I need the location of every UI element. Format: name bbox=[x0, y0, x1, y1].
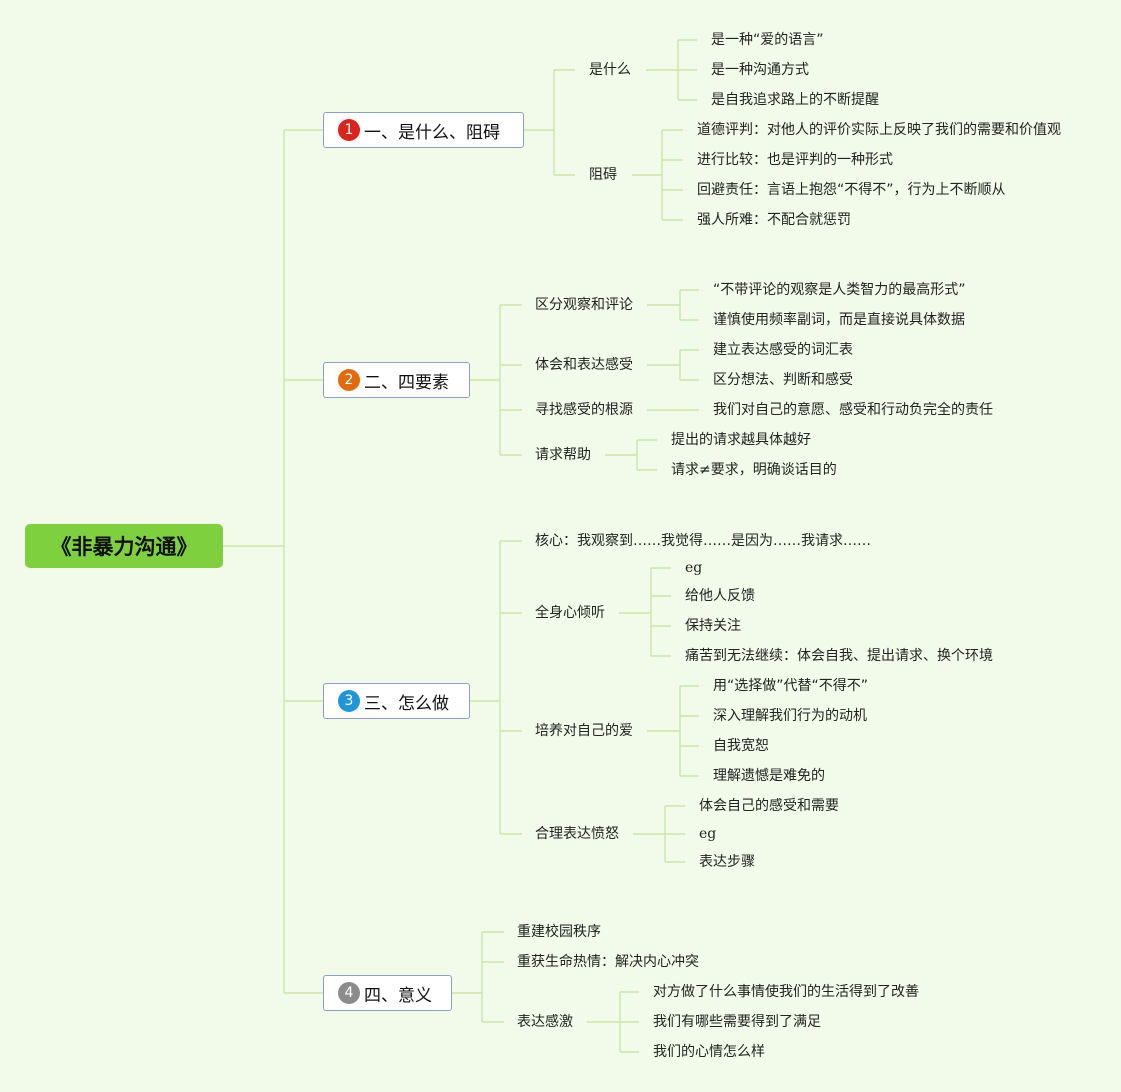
connector-b1-what bbox=[646, 39, 697, 101]
leaf-node[interactable]: 是一种沟通方式 bbox=[711, 62, 809, 78]
branch-label: 一、是什么、阻碍 bbox=[364, 122, 500, 143]
branch-label: 二、四要素 bbox=[364, 372, 449, 393]
branch-label: 四、意义 bbox=[364, 985, 432, 1006]
leaf-node[interactable]: 进行比较：也是评判的一种形式 bbox=[697, 152, 893, 168]
connector-b2-request bbox=[605, 439, 657, 471]
connector-b3-anger bbox=[633, 805, 685, 863]
leaf-node[interactable]: eg bbox=[699, 826, 717, 842]
subtopic-obstacle[interactable]: 阻碍 bbox=[589, 167, 617, 183]
leaf-node[interactable]: 我们的心情怎么样 bbox=[653, 1044, 765, 1060]
root-topic[interactable]: 《非暴力沟通》 bbox=[25, 524, 223, 568]
leaf-node[interactable]: 提出的请求越具体越好 bbox=[671, 432, 811, 448]
leaf-node[interactable]: “不带评论的观察是人类智力的最高形式” bbox=[713, 282, 966, 298]
leaf-node[interactable]: 请求≠要求，明确谈话目的 bbox=[671, 462, 837, 478]
branch-label: 三、怎么做 bbox=[364, 693, 449, 714]
leaf-node[interactable]: 对方做了什么事情使我们的生活得到了改善 bbox=[653, 984, 919, 1000]
connector-b3-love bbox=[647, 685, 699, 777]
subtopic-observe[interactable]: 区分观察和评论 bbox=[535, 297, 633, 313]
leaf-node[interactable]: 我们有哪些需要得到了满足 bbox=[653, 1014, 821, 1030]
leaf-node[interactable]: 用“选择做”代替“不得不” bbox=[713, 678, 869, 694]
connector-b2-feel bbox=[647, 349, 699, 381]
number-2-icon: 2 bbox=[338, 369, 360, 391]
subtopic-request[interactable]: 请求帮助 bbox=[535, 447, 591, 463]
leaf-node[interactable]: 道德评判：对他人的评价实际上反映了我们的需要和价值观 bbox=[697, 122, 1061, 138]
branch-4[interactable]: 4 四、意义 bbox=[323, 975, 452, 1011]
subtopic-what[interactable]: 是什么 bbox=[589, 62, 631, 78]
connector-branch-1 bbox=[524, 69, 575, 176]
subtopic-passion[interactable]: 重获生命热情：解决内心冲突 bbox=[517, 954, 699, 970]
connector-b3-listen bbox=[619, 567, 671, 657]
leaf-node[interactable]: 我们对自己的意愿、感受和行动负完全的责任 bbox=[713, 402, 993, 418]
connector-root-trunk bbox=[223, 129, 323, 994]
connector-b2-observe bbox=[647, 289, 699, 321]
leaf-node[interactable]: 谨慎使用频率副词，而是直接说具体数据 bbox=[713, 312, 965, 328]
subtopic-core[interactable]: 核心：我观察到……我觉得……是因为……我请求…… bbox=[535, 533, 871, 549]
connector-b1-obstacle bbox=[632, 129, 683, 221]
subtopic-root[interactable]: 寻找感受的根源 bbox=[535, 402, 633, 418]
subtopic-anger[interactable]: 合理表达愤怒 bbox=[535, 826, 619, 842]
leaf-node[interactable]: 深入理解我们行为的动机 bbox=[713, 708, 867, 724]
leaf-node[interactable]: 自我宽恕 bbox=[713, 738, 769, 754]
leaf-node[interactable]: eg bbox=[685, 560, 703, 576]
connector-b4-thanks bbox=[587, 991, 639, 1053]
connector-branch-3 bbox=[470, 540, 522, 835]
leaf-node[interactable]: 体会自己的感受和需要 bbox=[699, 798, 839, 814]
leaf-node[interactable]: 保持关注 bbox=[685, 618, 741, 634]
leaf-node[interactable]: 痛苦到无法继续：体会自我、提出请求、换个环境 bbox=[685, 648, 993, 664]
leaf-node[interactable]: 强人所难：不配合就惩罚 bbox=[697, 212, 851, 228]
branch-1[interactable]: 1 一、是什么、阻碍 bbox=[323, 112, 524, 148]
connector-branch-4 bbox=[452, 931, 504, 1023]
leaf-node[interactable]: 是自我追求路上的不断提醒 bbox=[711, 92, 879, 108]
subtopic-gratitude[interactable]: 表达感激 bbox=[517, 1014, 573, 1030]
leaf-node[interactable]: 理解遗憾是难免的 bbox=[713, 768, 825, 784]
number-3-icon: 3 bbox=[338, 690, 360, 712]
number-4-icon: 4 bbox=[338, 982, 360, 1004]
connector-branch-2 bbox=[470, 304, 522, 456]
subtopic-feel[interactable]: 体会和表达感受 bbox=[535, 357, 633, 373]
leaf-node[interactable]: 表达步骤 bbox=[699, 854, 755, 870]
leaf-node[interactable]: 回避责任：言语上抱怨“不得不”，行为上不断顺从 bbox=[697, 182, 1006, 198]
subtopic-self-love[interactable]: 培养对自己的爱 bbox=[535, 723, 633, 739]
branch-3[interactable]: 3 三、怎么做 bbox=[323, 683, 470, 719]
subtopic-listen[interactable]: 全身心倾听 bbox=[535, 605, 605, 621]
leaf-node[interactable]: 是一种“爱的语言” bbox=[711, 32, 824, 48]
leaf-node[interactable]: 区分想法、判断和感受 bbox=[713, 372, 853, 388]
number-1-icon: 1 bbox=[338, 119, 360, 141]
branch-2[interactable]: 2 二、四要素 bbox=[323, 362, 470, 398]
leaf-node[interactable]: 建立表达感受的词汇表 bbox=[713, 342, 853, 358]
leaf-node[interactable]: 给他人反馈 bbox=[685, 588, 755, 604]
subtopic-campus[interactable]: 重建校园秩序 bbox=[517, 924, 601, 940]
